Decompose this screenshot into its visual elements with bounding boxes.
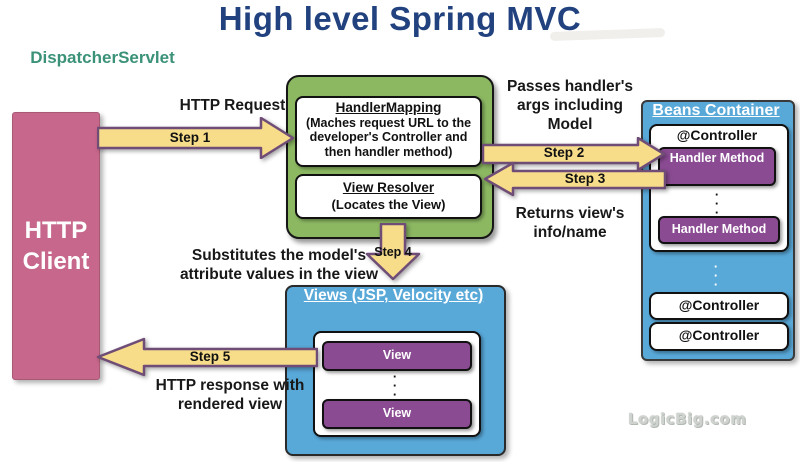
controllers-ellipsis: · · · (713, 259, 719, 292)
passes-args-label: Passes handler's args including Model (506, 78, 634, 133)
view-resolver-box: View Resolver (Locates the View) (295, 174, 482, 219)
handler-mapping-title: HandlerMapping (335, 100, 442, 115)
step4-label: Step 4 (374, 245, 412, 259)
handler-mapping-box: HandlerMapping (Maches request URL to th… (295, 96, 482, 167)
step1-label: Step 1 (169, 130, 211, 145)
handler-method-box-2: Handler Method (658, 216, 780, 244)
handler-methods-ellipsis: · · · (714, 187, 720, 220)
controller-box-2: @Controller (649, 292, 789, 320)
step2-arrow-icon (482, 137, 666, 171)
controller-box-3: @Controller (649, 322, 789, 351)
step3-arrow-icon (483, 161, 666, 197)
step4-arrow-icon (365, 223, 421, 281)
handler-method-box-1: Handler Method (658, 147, 776, 186)
view-resolver-title: View Resolver (342, 180, 435, 195)
view-box-1: View (322, 341, 472, 371)
step3-label: Step 3 (564, 171, 606, 186)
dispatcher-servlet-label: DispatcherServlet (30, 48, 175, 67)
substitutes-label: Substitutes the model's attribute values… (179, 247, 379, 283)
step2-label: Step 2 (543, 145, 585, 160)
handler-mapping-desc: (Maches request URL to the developer's C… (305, 115, 472, 159)
view-resolver-desc: (Locates the View) (331, 196, 446, 212)
views-ellipsis: · · · (392, 369, 398, 402)
beans-container-title: Beans Container (652, 102, 780, 119)
view-box-2: View (322, 399, 472, 429)
returns-view-label: Returns view's info/name (515, 205, 625, 241)
page-title: High level Spring MVC (218, 0, 582, 37)
views-title: Views (JSP, Velocity etc) (303, 287, 484, 304)
http-client-box: HTTP Client (12, 112, 100, 380)
http-client-label: HTTP Client (22, 216, 90, 275)
step5-arrow-icon (96, 337, 318, 377)
logicbig-watermark: LogicBig.com (628, 410, 747, 428)
step1-arrow-icon (97, 117, 295, 159)
step5-label: Step 5 (189, 349, 231, 364)
controller-label: @Controller (676, 127, 758, 143)
http-response-label: HTTP response with rendered view (155, 377, 305, 413)
http-request-label: HTTP Request (179, 97, 286, 114)
